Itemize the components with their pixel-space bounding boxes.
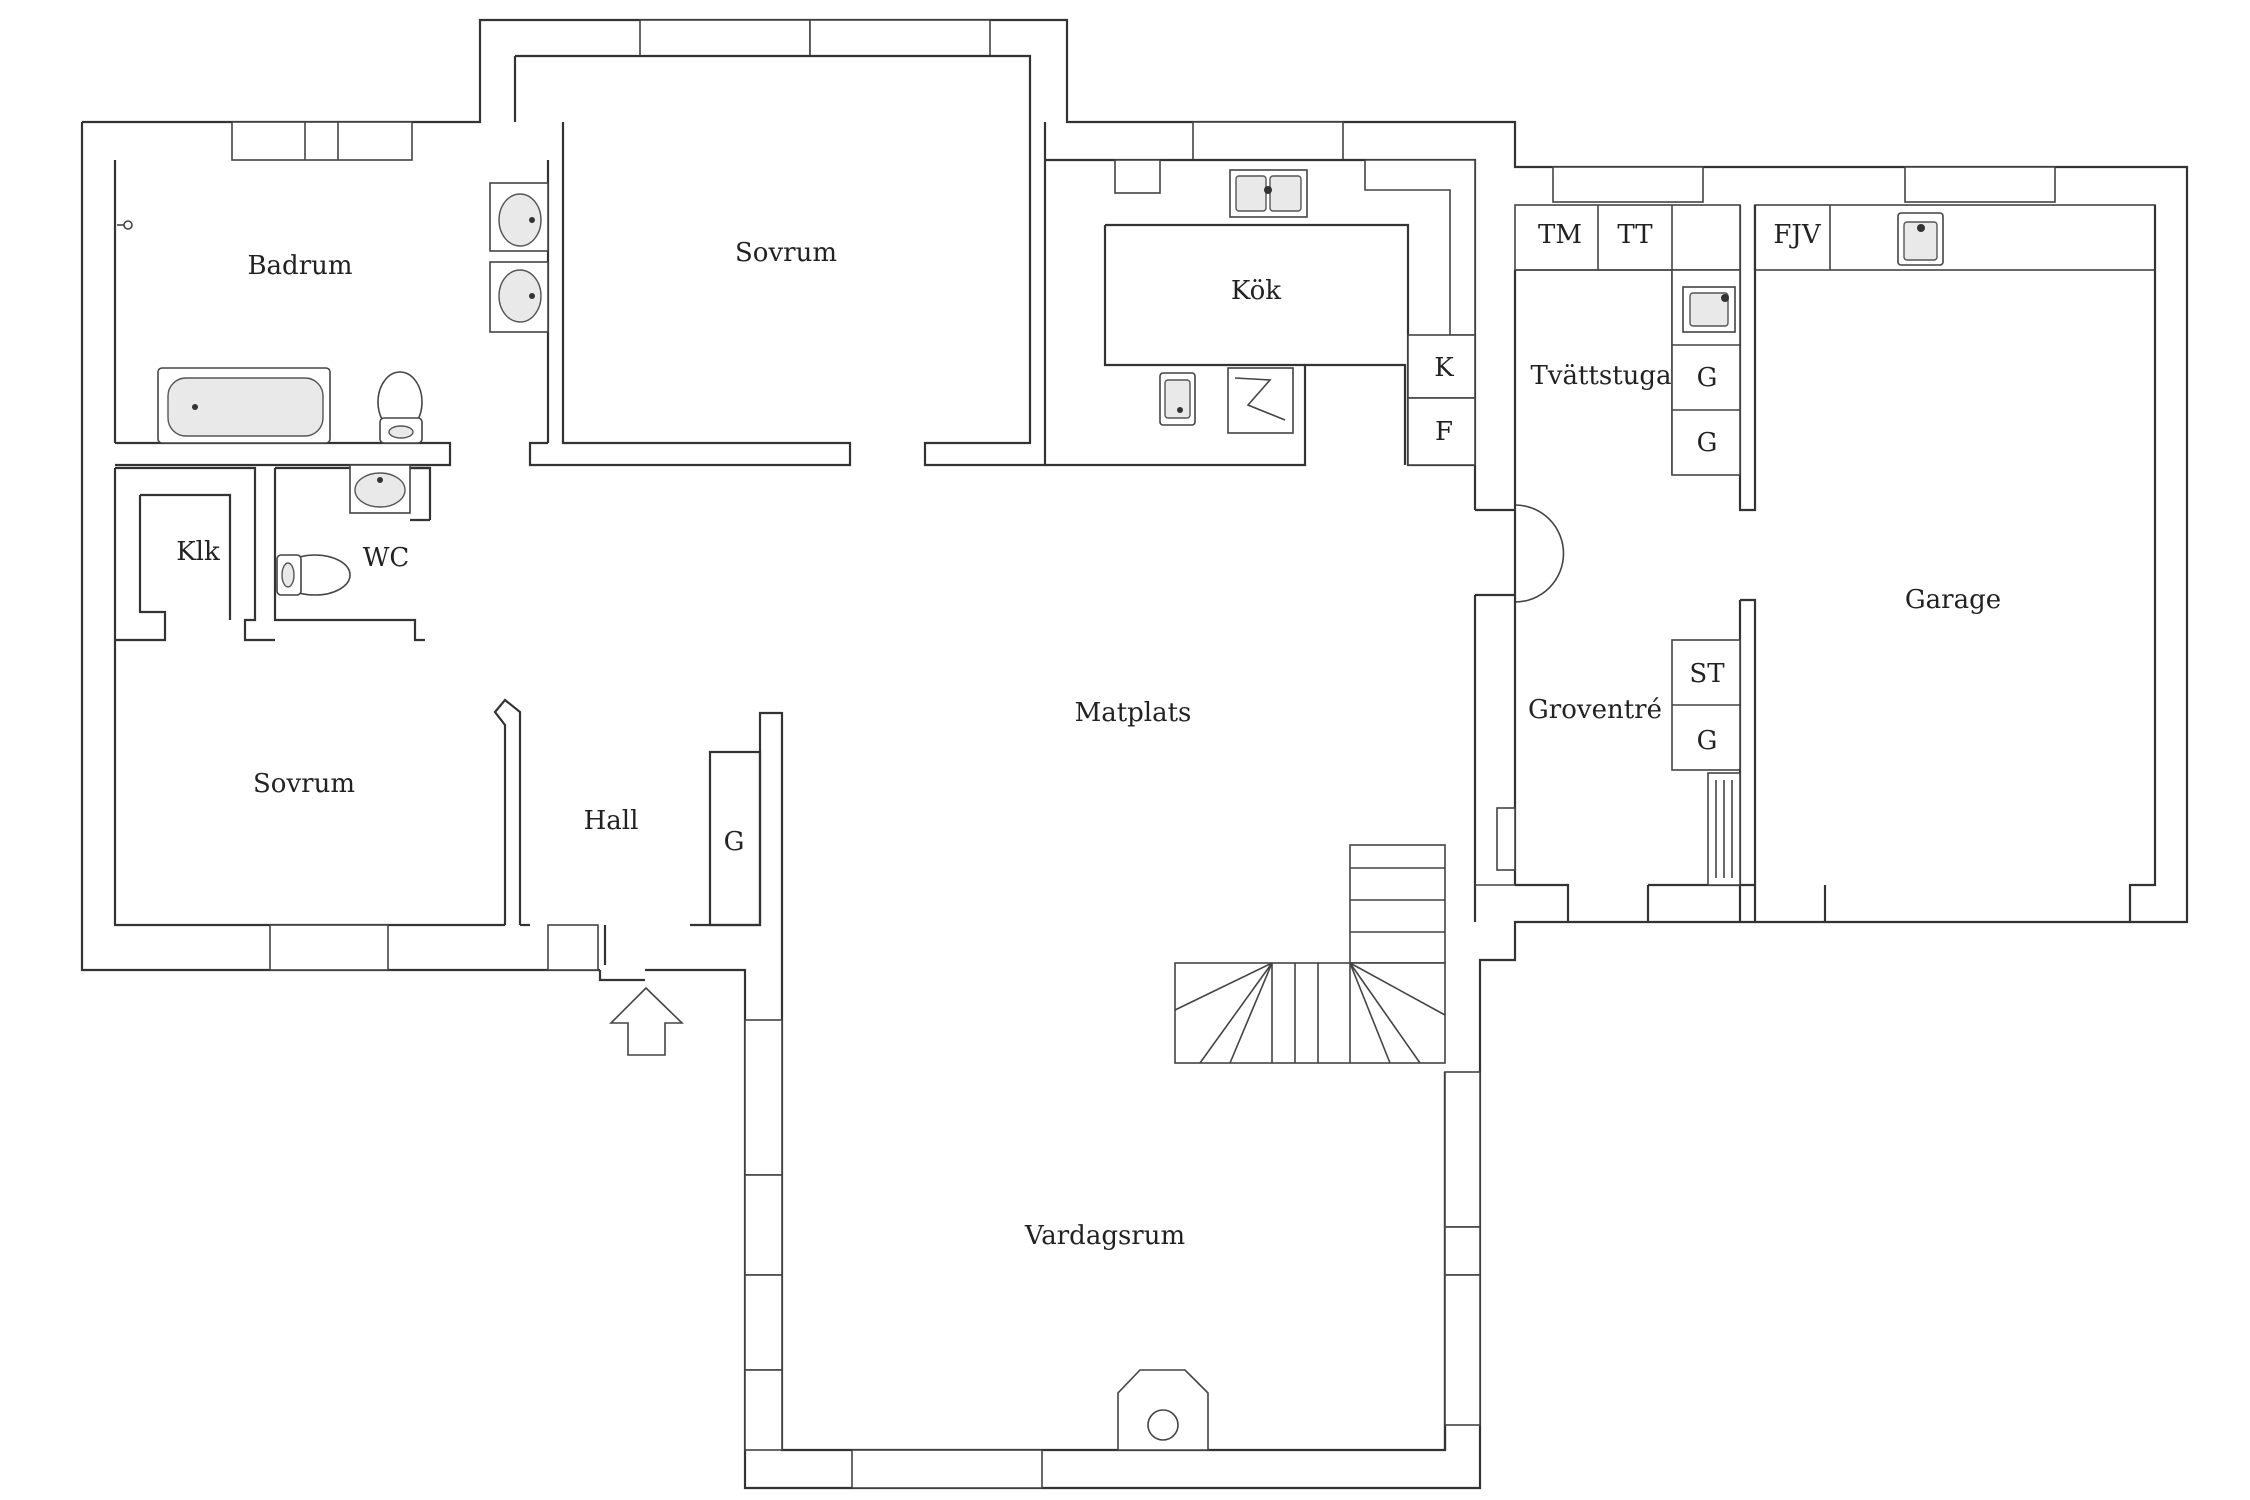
toilet-icon: [377, 371, 423, 444]
fixture-label-tt: TT: [1617, 220, 1653, 250]
fixture-label-tvatt-g2: G: [1697, 428, 1718, 458]
stairs-icon: [1174, 844, 1446, 1064]
room-labels: Badrum Sovrum Kök Klk WC Sovrum Hall Mat…: [176, 238, 2001, 1251]
cabinet: [1114, 159, 1161, 194]
fixture-label-st: ST: [1689, 659, 1725, 689]
sink-icon: [1159, 372, 1196, 426]
sink-icon: [1682, 286, 1736, 333]
room-label-sovrum-top: Sovrum: [735, 238, 837, 268]
fixture-label-k: K: [1434, 353, 1454, 383]
fixture-labels: K F TM TT FJV G G ST G G: [724, 220, 1822, 857]
sink-icon: [1897, 212, 1944, 266]
fixture-label-f: F: [1435, 417, 1453, 447]
room-label-matplats: Matplats: [1075, 698, 1192, 728]
room-label-tvattstuga: Tvättstuga: [1530, 361, 1671, 391]
room-label-vardagsrum: Vardagsrum: [1024, 1221, 1185, 1251]
interior-walls: [115, 54, 2157, 927]
fixture-label-grov-g: G: [1697, 726, 1718, 756]
room-label-groventre: Groventré: [1528, 695, 1662, 725]
sink-icon: [489, 182, 549, 333]
shower-valve-icon: [117, 220, 133, 230]
fixture-label-hall-g: G: [724, 827, 745, 857]
fixture-label-tvatt-g1: G: [1697, 363, 1718, 393]
room-label-hall: Hall: [584, 806, 639, 836]
radiator-icon: [1707, 772, 1741, 886]
room-label-kok: Kök: [1231, 276, 1281, 306]
fixture-label-tm: TM: [1538, 220, 1582, 250]
fixture-label-fjv: FJV: [1773, 220, 1821, 250]
room-label-klk: Klk: [176, 537, 220, 567]
room-label-badrum: Badrum: [247, 251, 352, 281]
entrance-arrow-icon: [609, 986, 684, 1056]
toilet-icon: [276, 554, 351, 596]
windows: [231, 19, 2056, 1489]
sink-icon: [349, 464, 411, 514]
fireplace-icon: [1117, 1369, 1209, 1451]
room-label-garage: Garage: [1905, 585, 2001, 615]
room-label-wc: WC: [363, 543, 410, 573]
sink-icon: [1229, 169, 1308, 218]
stove-icon: [1227, 367, 1294, 434]
room-label-sovrum-left: Sovrum: [253, 769, 355, 799]
bathtub-icon: [157, 367, 331, 444]
